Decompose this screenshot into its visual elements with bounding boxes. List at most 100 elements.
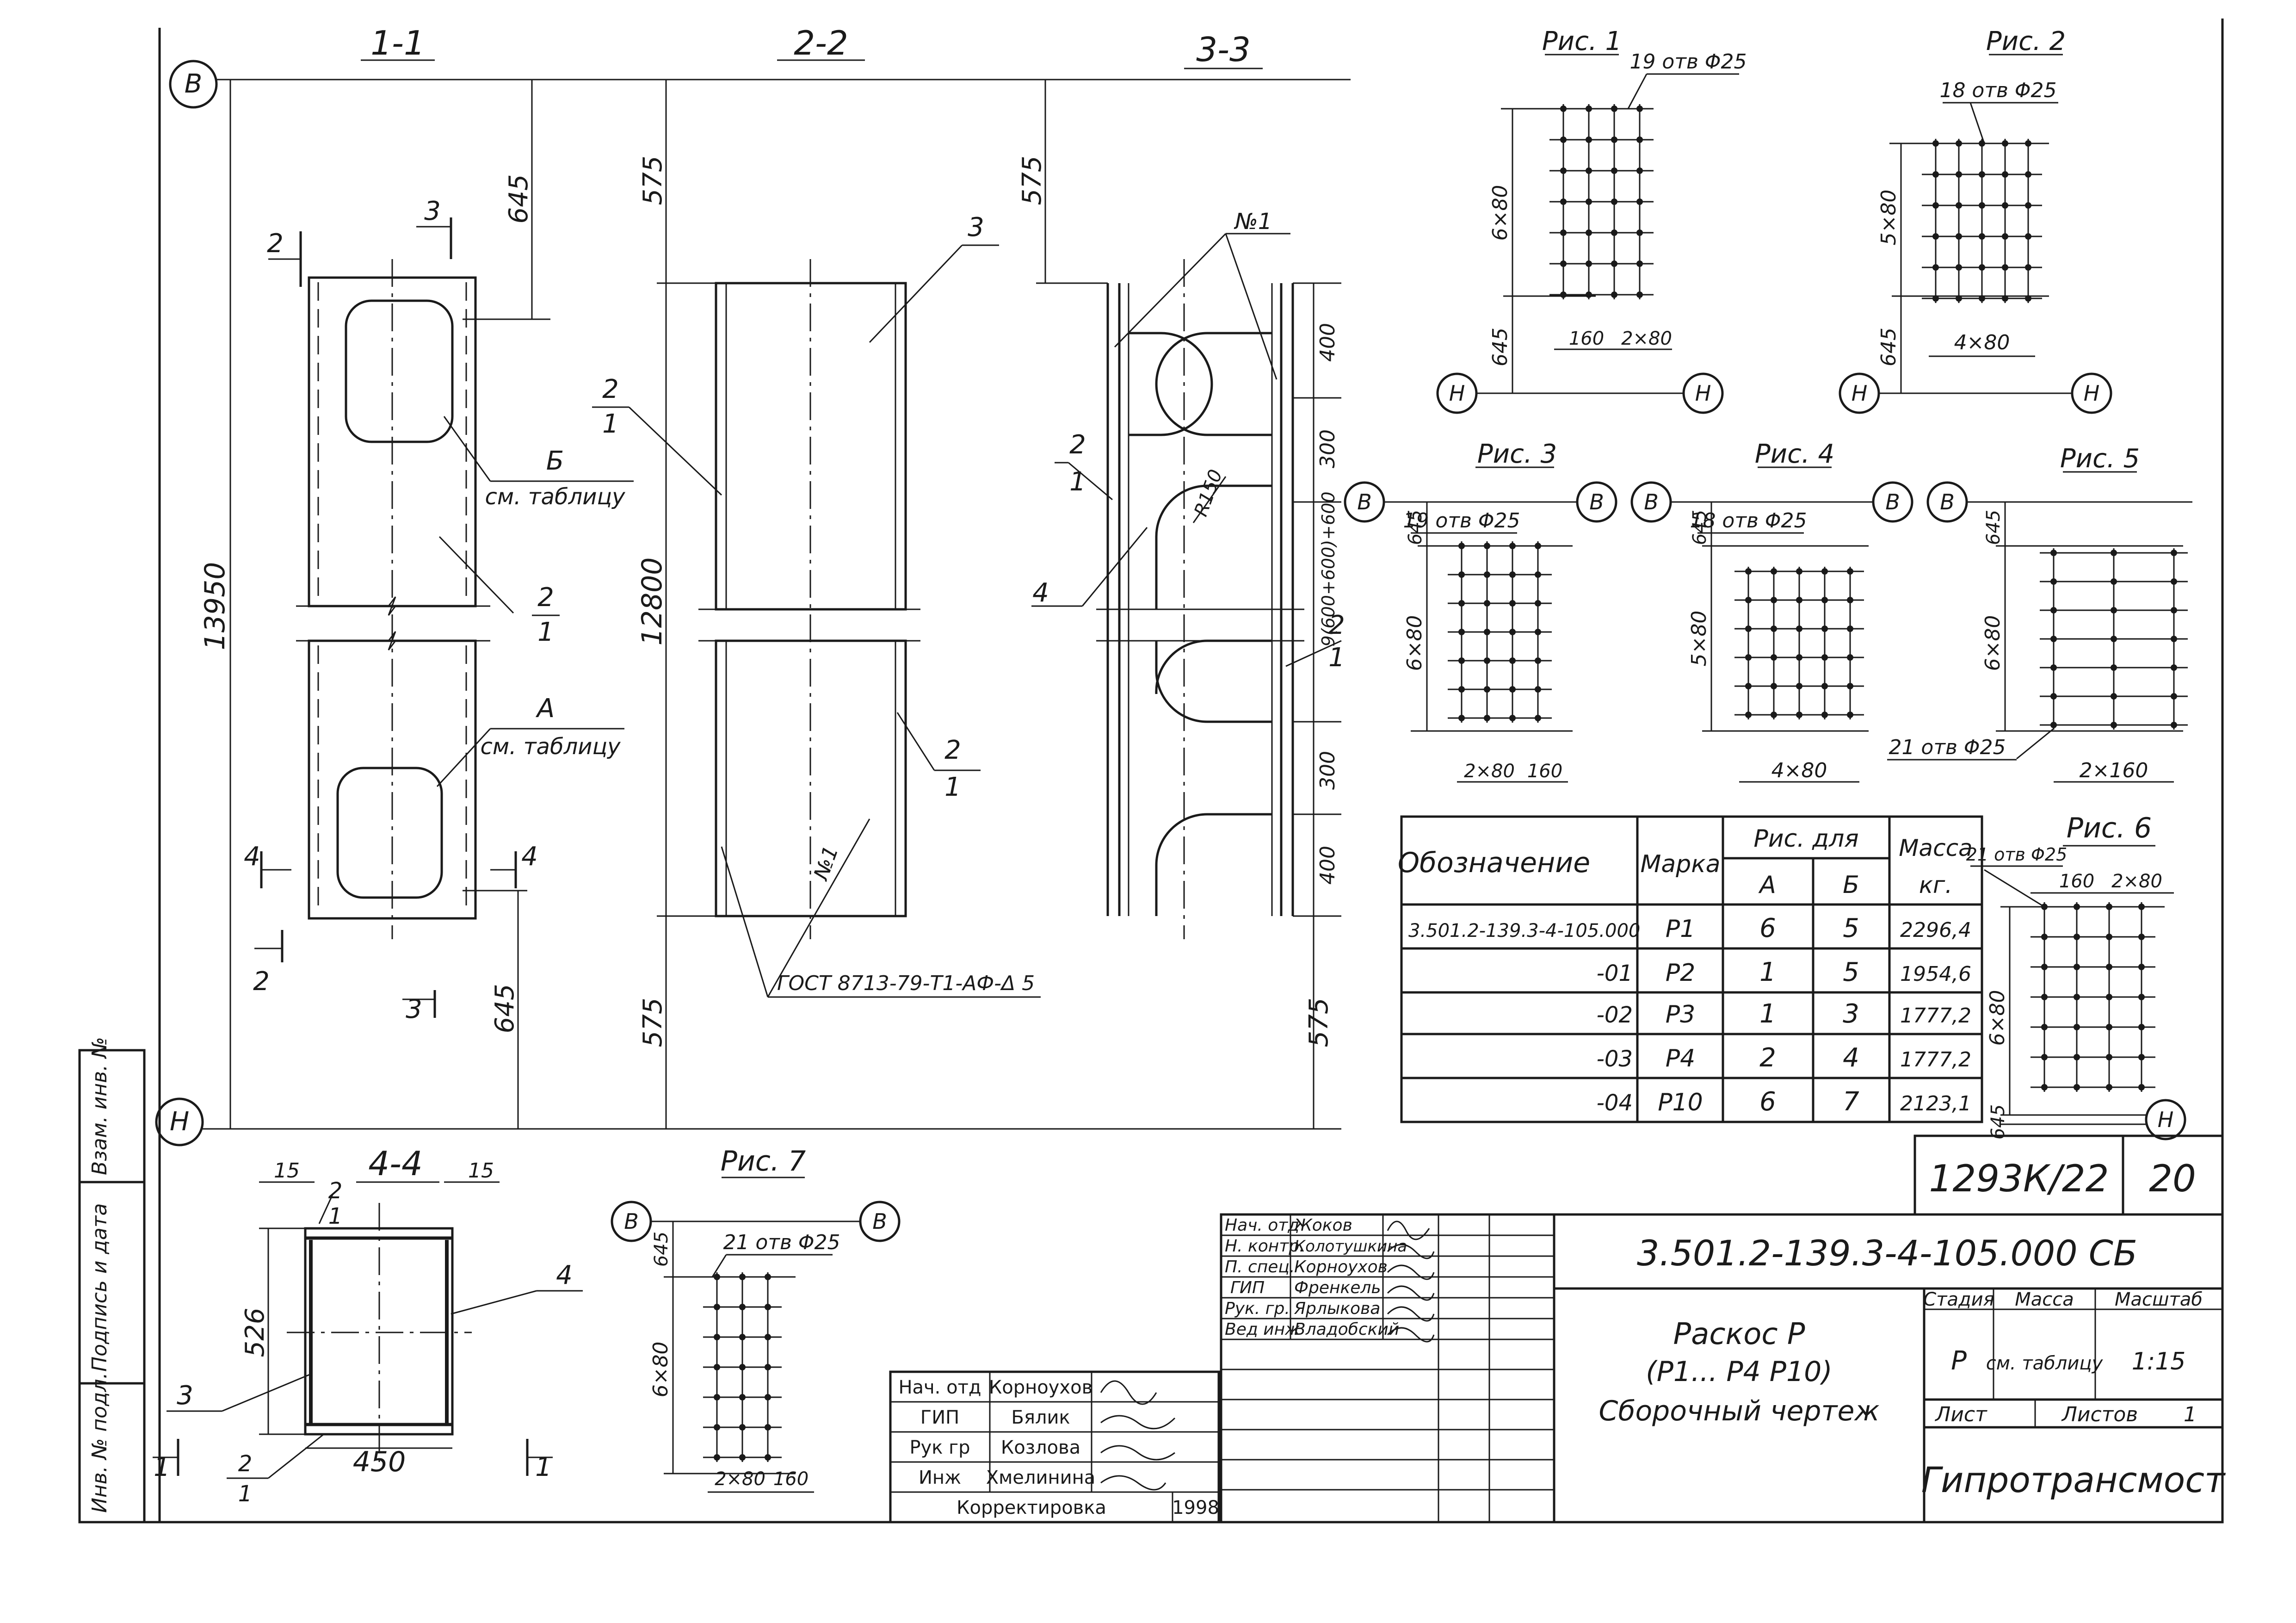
fig-1-cols2: 2×80 <box>1621 328 1672 349</box>
bolt-hole <box>1509 571 1516 578</box>
fig-5: Рис. 5 В 645 6×80 21 отв Φ25 2×160 <box>1887 444 2192 783</box>
bolt-hole <box>1535 543 1541 549</box>
fig-5-title: Рис. 5 <box>2060 444 2140 474</box>
bolt-hole <box>2138 1054 2145 1060</box>
bolt-hole <box>1611 229 1617 236</box>
row-1-mass: 1954,6 <box>1900 962 1971 986</box>
fig-4: Рис. 4 В В 18 отв Φ25 645 5×80 4×80 <box>1630 439 1913 783</box>
bolt-hole <box>2111 550 2117 556</box>
bolt-hole <box>1535 657 1541 664</box>
label-pos1b-33: 1 <box>1328 643 1345 673</box>
label-pos1-44: 1 <box>328 1203 343 1229</box>
bolt-hole <box>1458 600 1465 607</box>
fig-5-cols: 2×160 <box>2080 759 2148 782</box>
row-1-mark: Р2 <box>1666 959 1695 987</box>
bolt-hole <box>1956 140 1962 147</box>
bolt-hole <box>2050 664 2057 671</box>
bolt-hole <box>1458 571 1465 578</box>
bolt-hole <box>1611 198 1617 205</box>
cs-year: 1998 <box>1172 1497 1219 1518</box>
bolt-hole <box>1956 264 1962 271</box>
bolt-hole <box>1586 260 1592 267</box>
side-stamp: Взам. инв. № Подпись и дата Инв. № подл. <box>78 1037 146 1524</box>
fig-2-end: 645 <box>1877 328 1901 366</box>
tb-doc-code: 3.501.2-139.3-4-105.000 СБ <box>1637 1233 2137 1274</box>
tb-sheet-code: 1293К/22 <box>1929 1157 2109 1200</box>
bolt-hole <box>1586 198 1592 205</box>
bolt-hole <box>714 1394 720 1400</box>
tb-title-3: Сборочный чертеж <box>1599 1395 1880 1427</box>
label-pos1-11: 1 <box>537 617 554 647</box>
fig-2-holes: 18 отв Φ25 <box>1939 79 2056 102</box>
bolt-hole <box>1847 683 1853 689</box>
bolt-hole <box>1636 198 1643 205</box>
bolt-hole <box>2025 233 2031 240</box>
row-2-a: 1 <box>1759 999 1776 1029</box>
mark-3-bottom: 3 <box>406 994 422 1024</box>
cs-name-1: Бялик <box>1011 1407 1070 1428</box>
cs-role-1: ГИП <box>920 1407 959 1428</box>
hole-grid <box>1448 541 1552 723</box>
tb-scale-label: Масштаб <box>2115 1289 2203 1310</box>
bolt-hole <box>1745 683 1752 689</box>
bolt-hole <box>2002 233 2008 240</box>
row-0-b: 5 <box>1843 913 1859 943</box>
bolt-hole <box>2171 664 2177 671</box>
bolt-hole <box>765 1454 771 1461</box>
bolt-hole <box>2074 1024 2080 1030</box>
bolt-hole <box>739 1364 746 1370</box>
mark-3-top: 3 <box>424 196 441 226</box>
bolt-hole <box>1979 202 1985 209</box>
bolt-hole <box>1932 264 1939 271</box>
bolt-hole <box>1636 229 1643 236</box>
fig-1-axis-h-left: Н <box>1449 381 1465 406</box>
row-0-mark: Р1 <box>1666 915 1695 943</box>
row-4-a: 6 <box>1759 1087 1776 1117</box>
bolt-hole <box>1932 202 1939 209</box>
bolt-hole <box>2171 693 2177 700</box>
bolt-hole <box>765 1334 771 1340</box>
bolt-hole <box>1956 171 1962 178</box>
bolt-hole <box>1771 654 1777 661</box>
dim-600-33: 9(600+600)+600 <box>1318 491 1339 646</box>
bolt-hole <box>1821 712 1828 718</box>
bolt-hole <box>1535 571 1541 578</box>
bolt-hole <box>765 1364 771 1370</box>
bolt-hole <box>2074 994 2080 1000</box>
tb-title-2: (Р1... Р4 Р10) <box>1646 1356 1832 1388</box>
row-3-a: 2 <box>1759 1043 1776 1073</box>
bolt-hole <box>1484 600 1490 607</box>
row-0-mass: 2296,4 <box>1900 918 1971 942</box>
dim-13950: 13950 <box>199 80 231 1129</box>
bolt-hole <box>1560 136 1567 143</box>
bolt-hole <box>1796 597 1802 603</box>
bolt-hole <box>2002 295 2008 302</box>
row-3-mass: 1777,2 <box>1900 1048 1971 1072</box>
tb-scale: 1:15 <box>2132 1348 2186 1375</box>
fig-6-end: 645 <box>1987 1104 2009 1140</box>
dim-400-top-33: 400 <box>1316 323 1339 362</box>
fig-1-rows: 6×80 <box>1488 185 1512 241</box>
bolt-hole <box>1484 571 1490 578</box>
cs-role-3: Инж <box>919 1467 961 1488</box>
bolt-hole <box>1979 233 1985 240</box>
bolt-hole <box>1821 626 1828 632</box>
bolt-hole <box>714 1424 720 1431</box>
bolt-hole <box>2074 1084 2080 1090</box>
correction-stamp: Нач. отд Корноухов ГИП Бялик Рук гр Козл… <box>889 1370 1220 1524</box>
dim-645-top: 645 <box>504 174 534 224</box>
label-n1-33: №1 <box>1234 209 1272 235</box>
bolt-hole <box>1821 568 1828 575</box>
dim-13950-text: 13950 <box>199 562 231 650</box>
fig-4-end: 645 <box>1689 510 1710 545</box>
th-b: Б <box>1843 871 1859 899</box>
bolt-hole <box>2138 904 2145 910</box>
bolt-hole <box>1821 683 1828 689</box>
bolt-hole <box>2025 295 2031 302</box>
bolt-hole <box>2025 140 2031 147</box>
tb-name-3: Френкель <box>1294 1278 1381 1297</box>
label-pos4-33: 4 <box>1032 578 1049 608</box>
bolt-hole <box>1509 600 1516 607</box>
bolt-hole <box>1979 295 1985 302</box>
